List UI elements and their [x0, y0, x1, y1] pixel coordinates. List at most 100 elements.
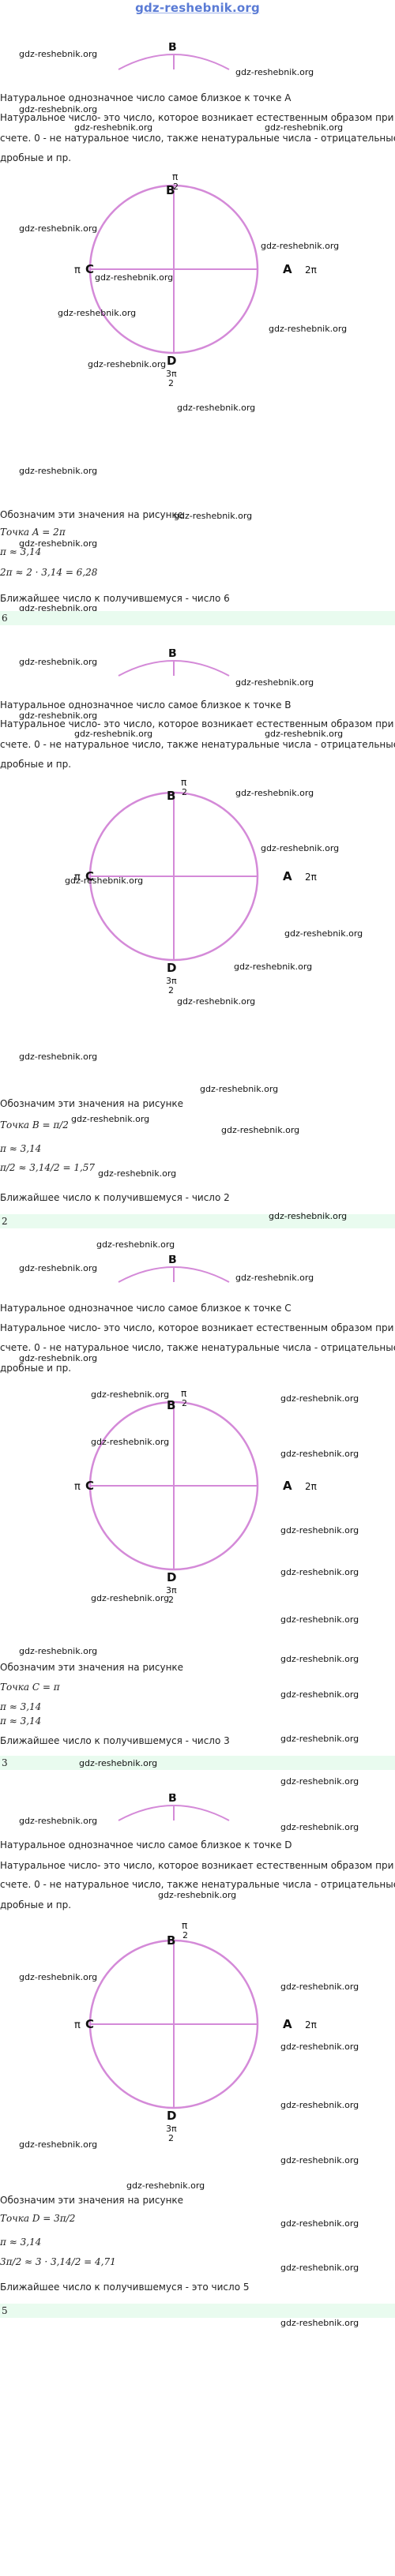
- mark-values-text: Обозначим эти значения на рисунке: [0, 1662, 184, 1673]
- svg-text:π: π: [181, 1388, 186, 1399]
- svg-text:2: 2: [173, 182, 179, 192]
- question-text: Натуральное однозначное число самое близ…: [0, 1839, 292, 1850]
- point-value: Точка B = π/2: [0, 1119, 69, 1131]
- watermark: gdz-reshebnik.org: [19, 104, 98, 114]
- svg-text:A: A: [283, 869, 292, 883]
- svg-text:3π: 3π: [166, 1585, 177, 1595]
- unit-circle-diagram: π 2 B π C A 2π D 3π 2: [74, 172, 317, 388]
- mark-values-text: Обозначим эти значения на рисунке: [0, 509, 184, 520]
- watermark: gdz-reshebnik.org: [177, 403, 256, 413]
- watermark: gdz-reshebnik.org: [280, 1982, 359, 1992]
- natural-definition-1: Натуральное число- это число, которое во…: [0, 718, 394, 729]
- natural-definition-3: дробные и пр.: [0, 152, 72, 163]
- watermark: gdz-reshebnik.org: [269, 1211, 348, 1221]
- watermark: gdz-reshebnik.org: [19, 603, 98, 613]
- answer-band: 3: [0, 1756, 395, 1770]
- watermark: gdz-reshebnik.org: [91, 1437, 170, 1447]
- svg-text:2: 2: [168, 985, 174, 996]
- watermark: gdz-reshebnik.org: [88, 359, 167, 369]
- watermark: gdz-reshebnik.org: [126, 2180, 205, 2191]
- watermark: gdz-reshebnik.org: [280, 1734, 359, 1744]
- watermark: gdz-reshebnik.org: [19, 1816, 98, 1826]
- site-title-link[interactable]: gdz-reshebnik.org: [135, 1, 260, 15]
- watermark: gdz-reshebnik.org: [19, 657, 98, 667]
- svg-text:C: C: [85, 2017, 94, 2031]
- watermark: gdz-reshebnik.org: [65, 876, 144, 886]
- watermark: gdz-reshebnik.org: [158, 1890, 237, 1900]
- watermark: gdz-reshebnik.org: [19, 1972, 98, 1982]
- watermark: gdz-reshebnik.org: [284, 928, 363, 939]
- unit-circle-diagram: π 2 B π C A 2π D 3π 2: [74, 778, 317, 996]
- answer-value: 6: [2, 613, 8, 624]
- small-arc-diagram: B: [118, 649, 230, 677]
- svg-text:3π: 3π: [166, 976, 177, 986]
- watermark: gdz-reshebnik.org: [177, 996, 256, 1007]
- natural-definition-1: Натуральное число- это число, которое во…: [0, 112, 394, 123]
- small-arc-diagram: B: [118, 1794, 230, 1821]
- question-text: Натуральное однозначное число самое близ…: [0, 1303, 292, 1314]
- watermark: gdz-reshebnik.org: [280, 1614, 359, 1625]
- svg-text:2: 2: [168, 378, 174, 388]
- svg-text:2π: 2π: [305, 2019, 317, 2030]
- watermark: gdz-reshebnik.org: [280, 1567, 359, 1577]
- svg-text:B: B: [168, 1794, 177, 1805]
- svg-text:3π: 3π: [166, 2124, 177, 2134]
- svg-text:2: 2: [168, 1595, 174, 1605]
- watermark: gdz-reshebnik.org: [174, 511, 253, 521]
- natural-definition-3: дробные и пр.: [0, 1899, 72, 1910]
- svg-text:A: A: [283, 262, 292, 276]
- watermark: gdz-reshebnik.org: [19, 1353, 98, 1363]
- pi-approx: π ≈ 3,14: [0, 1143, 42, 1154]
- question-text: Натуральное однозначное число самое близ…: [0, 699, 292, 711]
- site-header: gdz-reshebnik.org: [0, 0, 395, 17]
- svg-text:2: 2: [182, 1930, 188, 1940]
- watermark: gdz-reshebnik.org: [265, 122, 344, 133]
- natural-definition-2: счете. 0 - не натуральное число, также н…: [0, 1879, 395, 1890]
- calc-line: 2π ≈ 2 · 3,14 = 6,28: [0, 567, 98, 578]
- svg-text:B: B: [166, 183, 175, 197]
- watermark: gdz-reshebnik.org: [235, 1273, 314, 1283]
- svg-text:B: B: [168, 1255, 177, 1266]
- svg-text:B: B: [167, 789, 175, 803]
- svg-text:C: C: [85, 262, 94, 276]
- pi-approx: π ≈ 3,14: [0, 2237, 42, 2248]
- watermark: gdz-reshebnik.org: [261, 843, 340, 853]
- svg-text:π: π: [181, 778, 186, 788]
- watermark: gdz-reshebnik.org: [280, 2218, 359, 2229]
- svg-text:π: π: [74, 2019, 81, 2031]
- calc-line: 3π/2 ≈ 3 · 3,14/2 = 4,71: [0, 2256, 116, 2267]
- point-value: Точка A = 2π: [0, 527, 66, 538]
- watermark: gdz-reshebnik.org: [19, 538, 98, 549]
- natural-definition-3: дробные и пр.: [0, 759, 72, 770]
- svg-text:2: 2: [182, 787, 187, 797]
- watermark: gdz-reshebnik.org: [19, 1263, 98, 1273]
- svg-text:D: D: [167, 961, 176, 975]
- unit-circle-diagram: π 2 B π C A 2π D 3π 2: [74, 1388, 317, 1605]
- answer-value: 5: [2, 2305, 8, 2316]
- pi-approx: π ≈ 3,14: [0, 1701, 42, 1712]
- svg-text:2π: 2π: [305, 264, 317, 276]
- watermark: gdz-reshebnik.org: [71, 1114, 150, 1124]
- nearest-text: Ближайшее число к получившемуся - число …: [0, 1192, 230, 1203]
- nearest-text: Ближайшее число к получившемуся - число …: [0, 593, 230, 604]
- svg-text:π: π: [74, 872, 81, 883]
- svg-text:3π: 3π: [166, 369, 177, 379]
- watermark: gdz-reshebnik.org: [280, 1393, 359, 1404]
- watermark: gdz-reshebnik.org: [280, 1525, 359, 1535]
- svg-text:A: A: [283, 2017, 292, 2031]
- natural-definition-3: дробные и пр.: [0, 1363, 72, 1374]
- svg-text:π: π: [172, 172, 178, 182]
- svg-text:A: A: [283, 1479, 292, 1493]
- watermark: gdz-reshebnik.org: [234, 962, 313, 972]
- watermark: gdz-reshebnik.org: [19, 223, 98, 234]
- svg-text:2: 2: [182, 1398, 187, 1408]
- answer-band: 6: [0, 611, 395, 625]
- watermark: gdz-reshebnik.org: [265, 729, 344, 739]
- watermark: gdz-reshebnik.org: [95, 272, 174, 283]
- watermark: gdz-reshebnik.org: [58, 308, 137, 318]
- svg-text:D: D: [167, 1570, 176, 1584]
- watermark: gdz-reshebnik.org: [19, 1052, 98, 1062]
- svg-text:B: B: [167, 1933, 175, 1948]
- svg-text:C: C: [85, 869, 94, 883]
- mark-values-text: Обозначим эти значения на рисунке: [0, 1098, 184, 1109]
